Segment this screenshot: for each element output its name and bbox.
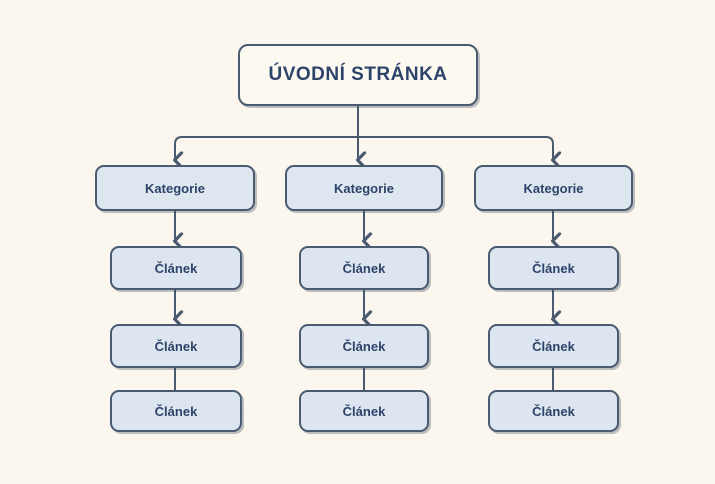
node-article-3-2-label: Článek — [532, 338, 575, 354]
node-homepage-label: ÚVODNÍ STRÁNKA — [268, 64, 448, 85]
node-article-3-1[interactable]: Článek — [488, 246, 619, 290]
node-article-2-3[interactable]: Článek — [299, 390, 429, 432]
node-article-3-1-label: Článek — [532, 260, 575, 276]
node-article-3-3-label: Článek — [532, 403, 575, 419]
node-category-3-label: Kategorie — [523, 180, 584, 196]
connector-bus-left — [175, 136, 359, 158]
node-category-3[interactable]: Kategorie — [474, 165, 633, 211]
connector-bus-right — [357, 136, 553, 158]
node-article-2-2-label: Článek — [342, 338, 386, 354]
node-category-2-label: Kategorie — [334, 180, 394, 196]
node-article-3-3[interactable]: Článek — [488, 390, 619, 432]
node-article-2-1-label: Článek — [342, 260, 386, 276]
node-category-1[interactable]: Kategorie — [95, 165, 255, 211]
node-article-3-2[interactable]: Článek — [488, 324, 619, 368]
node-category-1-label: Kategorie — [145, 180, 205, 196]
node-article-1-3[interactable]: Článek — [110, 390, 242, 432]
node-article-1-3-label: Článek — [154, 403, 198, 419]
node-category-2[interactable]: Kategorie — [285, 165, 443, 211]
node-article-1-2[interactable]: Článek — [110, 324, 242, 368]
node-article-1-1-label: Článek — [154, 260, 198, 276]
node-article-2-1[interactable]: Článek — [299, 246, 429, 290]
node-article-2-3-label: Článek — [342, 403, 386, 419]
node-article-1-1[interactable]: Článek — [110, 246, 242, 290]
node-article-1-2-label: Článek — [154, 338, 198, 354]
node-article-2-2[interactable]: Článek — [299, 324, 429, 368]
node-homepage[interactable]: ÚVODNÍ STRÁNKA — [238, 44, 478, 106]
